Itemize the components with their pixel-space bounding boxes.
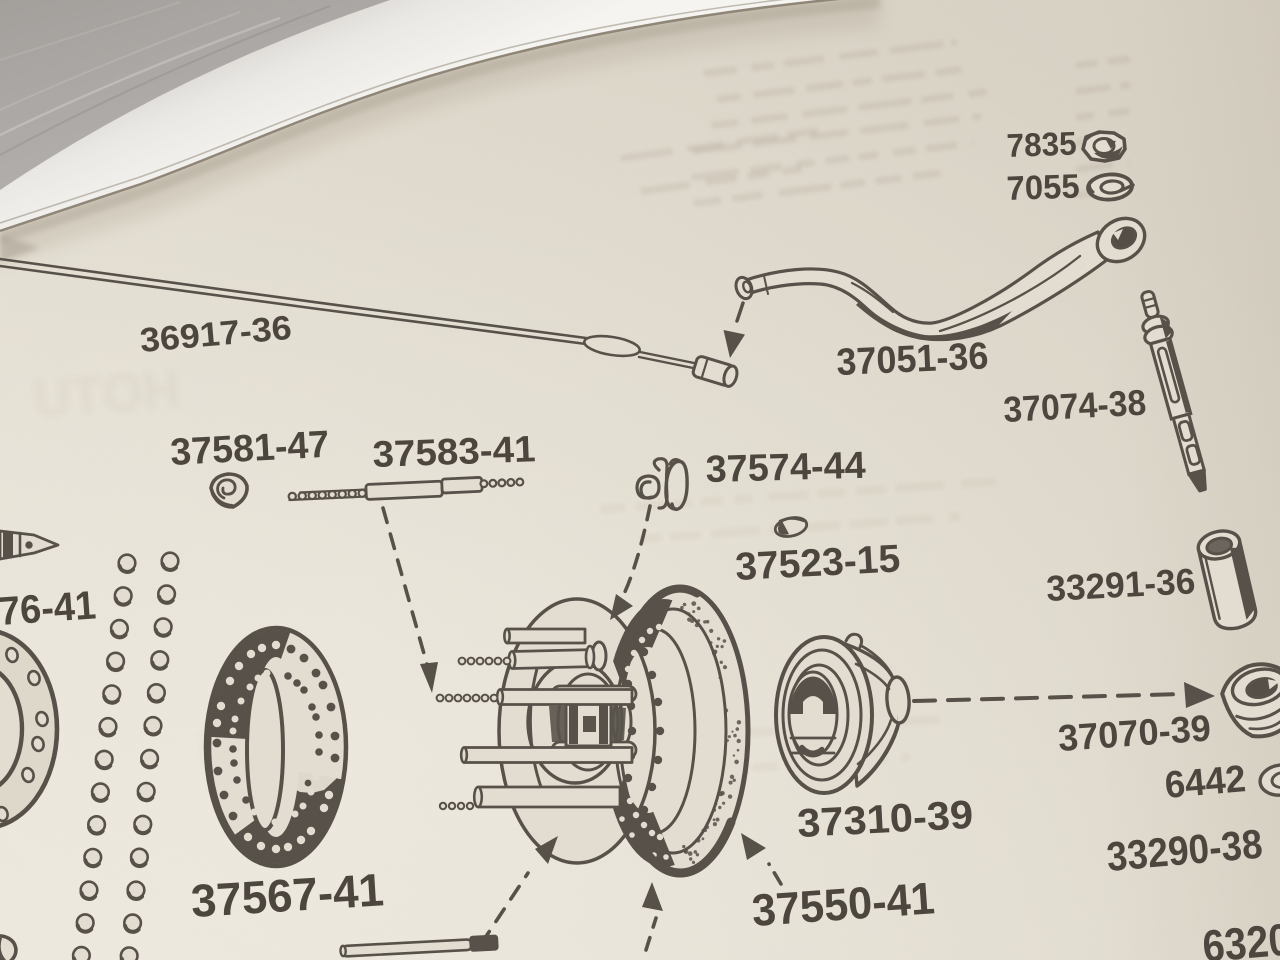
svg-text:37583-41: 37583-41 [372,428,536,475]
svg-text:37523-15: 37523-15 [734,537,901,589]
svg-text:37567-41: 37567-41 [189,863,385,927]
svg-text:HOTU: HOTU [31,360,182,428]
svg-text:37310-39: 37310-39 [796,793,974,846]
svg-text:37550-41: 37550-41 [750,872,936,936]
svg-text:76-41: 76-41 [0,583,97,634]
svg-text:7835: 7835 [1006,125,1077,164]
svg-text:37051-36: 37051-36 [836,335,990,384]
svg-text:37074-38: 37074-38 [1002,382,1147,430]
svg-text:6442: 6442 [1163,758,1247,807]
svg-text:7055: 7055 [1006,167,1080,208]
svg-text:33291-36: 33291-36 [1045,560,1196,609]
svg-text:6320: 6320 [1200,913,1280,960]
svg-text:37581-47: 37581-47 [169,424,330,474]
svg-text:37574-44: 37574-44 [705,445,866,491]
